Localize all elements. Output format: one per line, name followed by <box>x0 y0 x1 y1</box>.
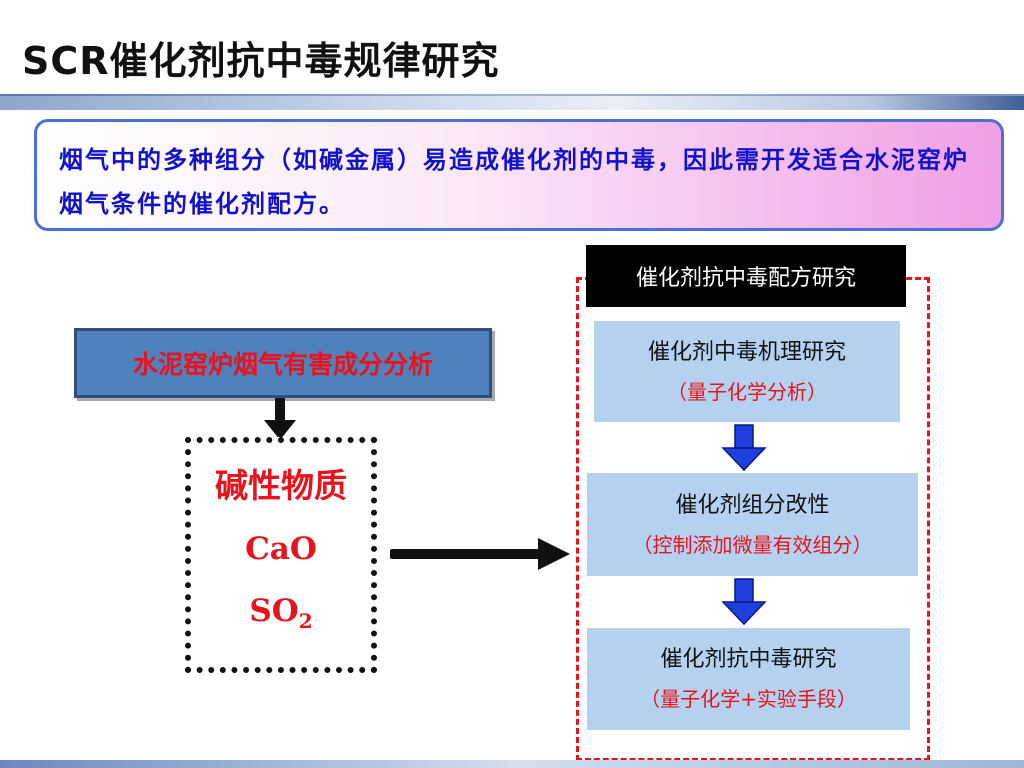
step-modification: 催化剂组分改性 （控制添加微量有效组分） <box>587 473 918 576</box>
alkaline-title: 碱性物质 <box>215 466 347 505</box>
research-header-label: 催化剂抗中毒配方研究 <box>635 266 856 291</box>
step-mechanism-title: 催化剂中毒机理研究 <box>647 339 846 365</box>
slide-title: SCR催化剂抗中毒规律研究 <box>22 39 500 83</box>
title-divider <box>0 96 1024 110</box>
down-arrow-icon <box>264 398 296 440</box>
title-divider-top <box>0 94 1024 97</box>
intro-text: 烟气中的多种组分（如碱金属）易造成催化剂的中毒，因此需开发适合水泥窑炉烟气条件的… <box>59 145 969 218</box>
right-arrow-icon <box>390 538 570 570</box>
flue-gas-analysis-label: 水泥窑炉烟气有害成分分析 <box>132 350 433 379</box>
alkaline-substances-box: 碱性物质 CaO SO2 <box>185 437 377 673</box>
down-arrow-icon <box>721 578 767 626</box>
footer-divider <box>0 760 1024 768</box>
intro-callout: 烟气中的多种组分（如碱金属）易造成催化剂的中毒，因此需开发适合水泥窑炉烟气条件的… <box>34 119 1004 231</box>
step-mechanism-method: （量子化学分析） <box>667 379 827 404</box>
step-anti-poisoning-title: 催化剂抗中毒研究 <box>660 647 837 672</box>
chem-so2-subscript: 2 <box>298 609 313 634</box>
chem-so2: SO2 <box>249 591 312 631</box>
step-modification-method: （控制添加微量有效组分） <box>632 532 873 557</box>
step-anti-poisoning: 催化剂抗中毒研究 （量子化学+实验手段） <box>587 628 910 730</box>
step-modification-title: 催化剂组分改性 <box>675 492 830 518</box>
step-mechanism: 催化剂中毒机理研究 （量子化学分析） <box>594 321 900 422</box>
down-arrow-icon <box>721 424 767 472</box>
flue-gas-analysis-box: 水泥窑炉烟气有害成分分析 <box>74 328 492 398</box>
chem-cao: CaO <box>245 531 317 567</box>
step-anti-poisoning-method: （量子化学+实验手段） <box>640 687 857 711</box>
research-header: 催化剂抗中毒配方研究 <box>586 245 906 307</box>
chem-so2-base: SO <box>249 593 299 629</box>
